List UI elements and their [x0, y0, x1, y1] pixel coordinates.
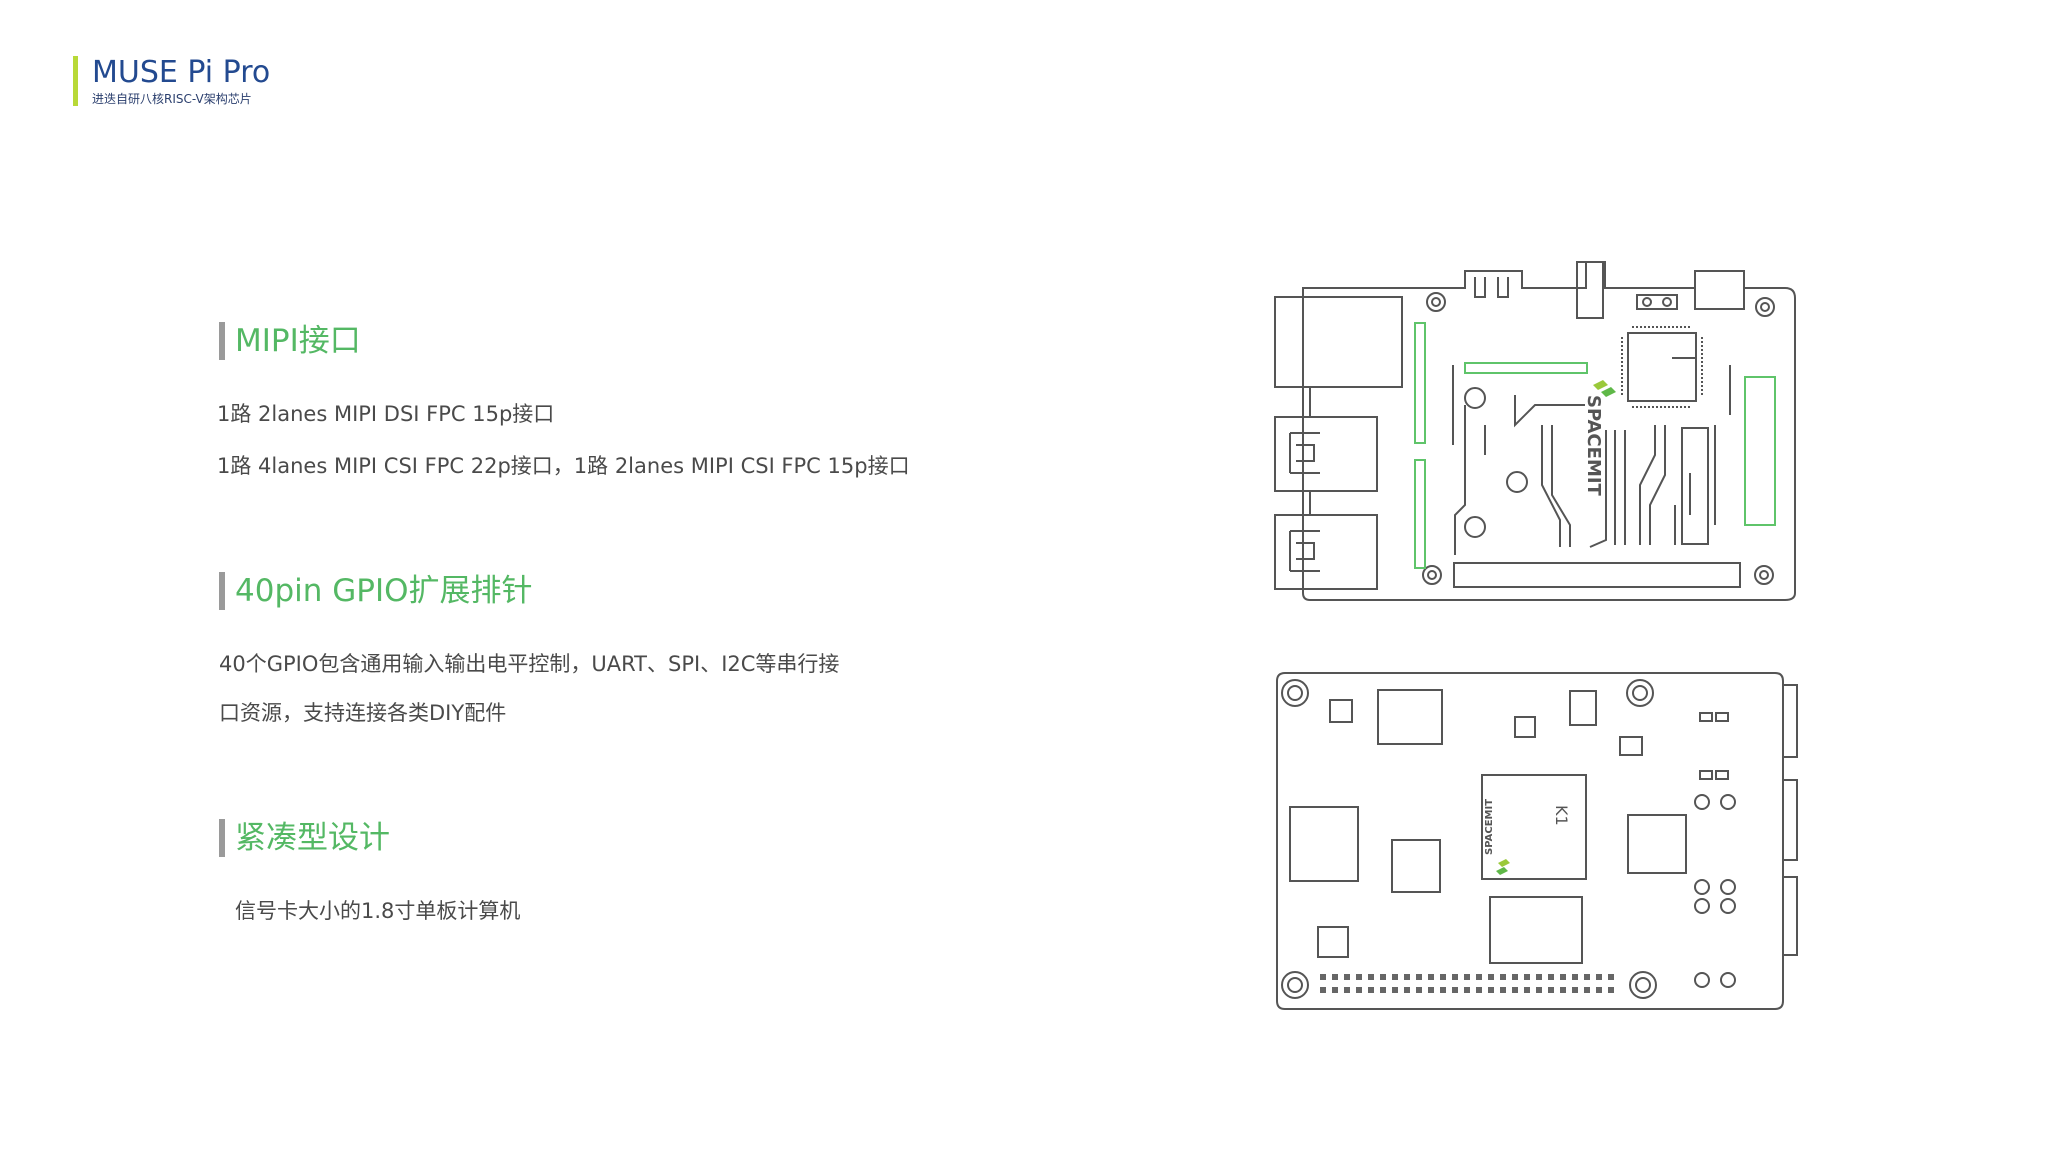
audio-jack	[1576, 261, 1604, 319]
spacemit-logo-top: SPACEMIT	[1583, 395, 1604, 497]
board-bottom-outline	[1276, 672, 1784, 1010]
emmc-chip	[1489, 896, 1583, 964]
gpio-header-top	[1453, 562, 1741, 588]
usb-c-ports	[1474, 277, 1509, 298]
section-title-gpio: 40pin GPIO扩展排针	[219, 572, 533, 610]
board-bottom-illustration: K1 SPACEMIT	[1276, 672, 1798, 1010]
fpc-connector-3	[1464, 362, 1588, 374]
compact-line-1: 信号卡大小的1.8寸单板计算机	[235, 899, 521, 923]
gpio-line-1: 40个GPIO包含通用输入输出电平控制，UART、SPI、I2C等串行接	[219, 652, 840, 676]
brand-header: MUSE Pi Pro 进迭自研八核RISC-V架构芯片	[73, 56, 270, 106]
fpc-connector-1	[1414, 322, 1426, 444]
led-pair	[1636, 294, 1678, 310]
section-title-compact: 紧凑型设计	[219, 819, 390, 857]
soc-k1	[1481, 774, 1587, 880]
mipi-line-1: 1路 2lanes MIPI DSI FPC 15p接口	[217, 402, 555, 426]
usb-port-1	[1274, 416, 1378, 492]
fpc-connector-4	[1744, 376, 1776, 526]
mipi-line-2: 1路 4lanes MIPI CSI FPC 22p接口，1路 2lanes M…	[217, 454, 910, 478]
spacemit-logo-bottom: SPACEMIT	[1484, 799, 1495, 855]
board-top-outline	[1302, 261, 1796, 601]
brand-title: MUSE Pi Pro	[92, 55, 271, 90]
section-title-mipi: MIPI接口	[219, 322, 361, 360]
power-port	[1694, 270, 1745, 310]
board-top-illustration: SPACEMIT	[1274, 261, 1796, 601]
main-chip	[1627, 332, 1697, 402]
ethernet-port	[1274, 296, 1403, 388]
fpc-connector-2	[1414, 459, 1426, 569]
chip-right	[1627, 814, 1687, 874]
gpio-line-2: 口资源，支持连接各类DIY配件	[219, 701, 507, 725]
brand-subtitle: 进迭自研八核RISC-V架构芯片	[92, 92, 252, 106]
usb-port-2	[1274, 514, 1378, 590]
chip-label-k1: K1	[1552, 805, 1571, 826]
memory-chip	[1681, 427, 1709, 545]
chip-left	[1289, 806, 1359, 882]
